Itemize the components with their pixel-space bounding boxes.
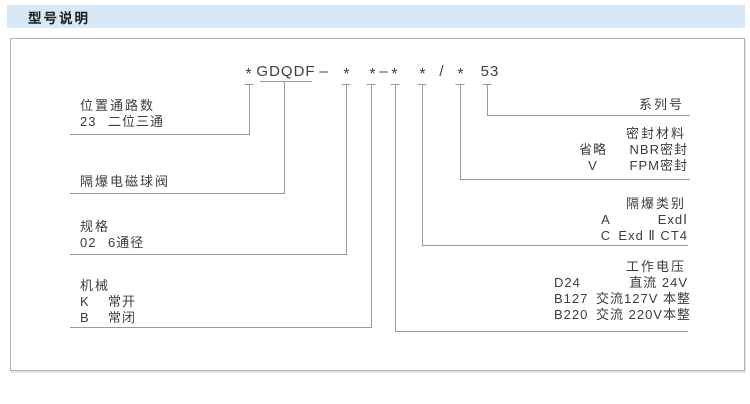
option-code: K	[80, 294, 90, 309]
connector-vline-series	[487, 84, 488, 115]
connector-vline-seal	[460, 84, 461, 179]
option-code: B127	[554, 291, 589, 306]
connector-hline-explosion	[422, 245, 688, 246]
spec-option: 02 6通径	[80, 235, 144, 251]
seal-material-option: V FPM密封	[576, 158, 688, 174]
section-header-bar: 型号说明	[7, 5, 745, 28]
mechanical-option: K 常开	[80, 294, 136, 310]
option-code: V	[588, 158, 598, 173]
model-code-dash-1: –	[319, 63, 329, 80]
option-desc: NBR密封	[629, 142, 688, 157]
connector-hline-mechanical	[70, 327, 372, 328]
option-code: D24	[554, 275, 581, 290]
option-code: C	[600, 228, 612, 243]
option-code: 02	[80, 235, 97, 250]
seal-material-option: 省略 NBR密封	[576, 142, 688, 158]
option-desc: 二位三通	[108, 114, 165, 129]
model-code-slash: /	[439, 63, 445, 80]
connector-hline-seal	[460, 179, 690, 180]
seal-material-group: 密封材料 省略 NBR密封 V FPM密封	[576, 126, 688, 174]
model-code-star-6: *	[457, 66, 465, 83]
model-code-star-2: *	[343, 66, 351, 83]
explosion-class-option: C Exd Ⅱ CT4	[596, 228, 688, 244]
option-code: A	[601, 212, 611, 227]
series-number-title: 系列号	[638, 97, 684, 112]
section-title: 型号说明	[28, 10, 90, 26]
model-code-prefix: GDQDF	[256, 63, 316, 80]
seal-material-title: 密封材料	[625, 126, 686, 141]
spec-title: 规格	[80, 219, 111, 234]
connector-vline-valve	[284, 82, 285, 193]
option-code: B220	[554, 307, 589, 322]
connector-vline-spec	[346, 84, 347, 254]
mechanical-group: 机械 K 常开 B 常闭	[80, 278, 136, 326]
position-channels-group: 位置通路数 23 二位三通	[80, 98, 164, 130]
working-voltage-group: 工作电压 D24 直流 24V B127 交流127V 本整 B220 交流 2…	[554, 259, 691, 323]
connector-vline-explosion	[422, 84, 423, 245]
option-code: 23	[80, 114, 97, 129]
mechanical-title: 机械	[80, 278, 111, 293]
option-desc: ExdⅠ	[657, 212, 688, 227]
option-desc: FPM密封	[629, 158, 688, 173]
explosion-class-title: 隔爆类别	[625, 196, 686, 211]
option-code: 省略	[578, 142, 607, 157]
connector-vline-position	[249, 84, 250, 134]
option-desc: 直流 24V	[629, 275, 688, 290]
working-voltage-title: 工作电压	[625, 259, 686, 274]
model-code-star-4: *	[391, 66, 399, 83]
spec-group: 规格 02 6通径	[80, 219, 144, 251]
option-desc: Exd Ⅱ CT4	[618, 228, 688, 243]
model-code-star-3: *	[369, 66, 377, 83]
connector-hline-series	[487, 115, 690, 116]
option-desc: 常闭	[108, 310, 137, 325]
connector-hline-voltage	[395, 331, 688, 332]
position-channels-option: 23 二位三通	[80, 114, 164, 130]
explosion-class-option: A ExdⅠ	[596, 212, 688, 228]
option-desc: 常开	[108, 294, 137, 309]
connector-hline-valve	[70, 193, 285, 194]
option-desc: 6通径	[108, 235, 145, 250]
valve-type-group: 隔爆电磁球阀	[80, 174, 170, 190]
connector-hline-position	[70, 134, 250, 135]
explosion-class-group: 隔爆类别 A ExdⅠ C Exd Ⅱ CT4	[596, 196, 688, 244]
connector-vline-voltage	[395, 84, 396, 331]
working-voltage-option: B220 交流 220V本整	[554, 307, 691, 323]
model-code-dash-2: –	[379, 63, 389, 80]
working-voltage-option: B127 交流127V 本整	[554, 291, 691, 307]
diagram-box	[10, 38, 745, 371]
option-desc: 交流127V 本整	[596, 291, 691, 306]
position-channels-title: 位置通路数	[80, 98, 156, 113]
model-code-star-5: *	[419, 66, 427, 83]
model-code-series-number: 53	[480, 63, 500, 80]
valve-type-title: 隔爆电磁球阀	[80, 174, 171, 189]
model-code-star-1: *	[245, 66, 253, 83]
option-code: B	[80, 310, 90, 325]
working-voltage-option: D24 直流 24V	[554, 275, 688, 291]
prefix-underline	[260, 81, 312, 82]
connector-hline-spec	[70, 254, 347, 255]
option-desc: 交流 220V本整	[596, 307, 691, 322]
mechanical-option: B 常闭	[80, 310, 136, 326]
connector-vline-mechanical	[371, 84, 372, 327]
